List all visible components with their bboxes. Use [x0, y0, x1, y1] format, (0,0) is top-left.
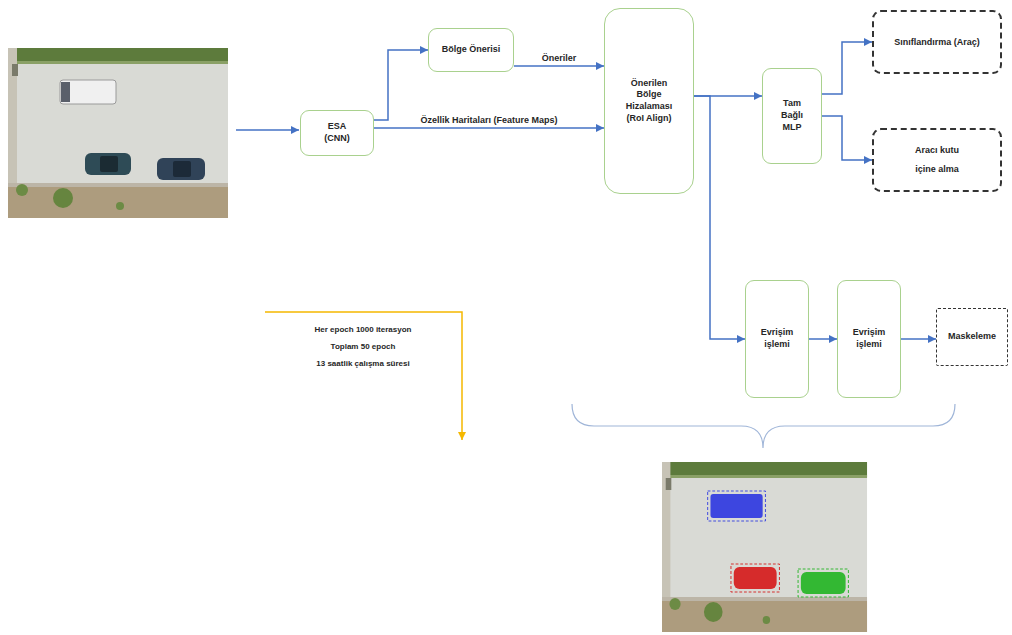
soil-strip [662, 601, 867, 632]
van-windshield [61, 82, 70, 102]
process-box: Evrişim işlemi [745, 280, 809, 398]
car-roof [100, 156, 118, 172]
pole [666, 478, 672, 490]
bbox [798, 569, 848, 597]
output-box: Aracı kutu içine alma [872, 128, 1002, 192]
output-photo [662, 462, 867, 632]
output-box: Maskeleme [936, 308, 1008, 366]
flow-arrow [901, 338, 936, 340]
node-text: Aracı kutu içine alma [904, 141, 970, 179]
flow-arrow [374, 50, 428, 120]
soil-strip [8, 187, 228, 218]
shrub [669, 598, 680, 610]
car-roof [173, 161, 191, 177]
process-box: Tam Bağlı MLP [762, 68, 822, 164]
note-text: Her epoch 1000 iterasyon [263, 325, 463, 335]
bbox [708, 491, 766, 521]
flow-arrow [374, 127, 604, 129]
input-arrow [236, 129, 299, 131]
output-box: Sınıflandırma (Araç) [872, 10, 1002, 74]
van [60, 80, 116, 104]
node-text: Sınıflandırma (Araç) [894, 33, 980, 52]
masked-car [734, 567, 777, 589]
node-text: Önerilen Bölge Hizalaması (RoI Align) [618, 78, 680, 125]
flow-arrow [822, 116, 872, 160]
car [85, 153, 131, 175]
edge-label: Özellik Haritaları (Feature Maps) [418, 115, 559, 126]
process-box: Evrişim işlemi [837, 280, 901, 398]
node-text: Bölge Önerisi [442, 44, 501, 56]
hedge [8, 48, 228, 63]
hedge-edge [8, 61, 228, 64]
edge-label: Öneriler [540, 53, 579, 64]
node-text: Tam Bağlı MLP [772, 98, 812, 133]
shrub [704, 602, 723, 622]
input-photo [8, 48, 228, 218]
shrub [763, 616, 770, 624]
curb [662, 597, 867, 601]
car [157, 158, 205, 180]
bbox [731, 564, 779, 592]
hedge-edge [662, 475, 867, 478]
node-text: ESA (CNN) [315, 121, 359, 144]
shrub [116, 202, 124, 210]
pole [12, 64, 18, 76]
process-box: ESA (CNN) [300, 110, 374, 156]
node-text: Evrişim işlemi [754, 327, 800, 350]
flow-arrow [694, 96, 745, 339]
hedge [662, 462, 867, 477]
shrub [16, 184, 28, 196]
node-text: Maskeleme [948, 331, 996, 343]
flow-arrow [822, 42, 872, 94]
masked-car [801, 572, 846, 594]
flow-arrow [514, 65, 604, 67]
shrub [53, 188, 73, 208]
note-text: 13 saatlik çalışma süresi [263, 359, 463, 369]
process-box: Bölge Önerisi [428, 28, 514, 72]
note-text: Toplam 50 epoch [263, 342, 463, 352]
process-box: Önerilen Bölge Hizalaması (RoI Align) [604, 8, 694, 194]
pavement [662, 462, 867, 632]
pavement [8, 48, 228, 218]
curly-brace [572, 404, 955, 448]
curb [8, 183, 228, 187]
flow-arrow [809, 338, 837, 340]
node-text: Evrişim işlemi [846, 327, 892, 350]
masked-van [710, 494, 762, 518]
